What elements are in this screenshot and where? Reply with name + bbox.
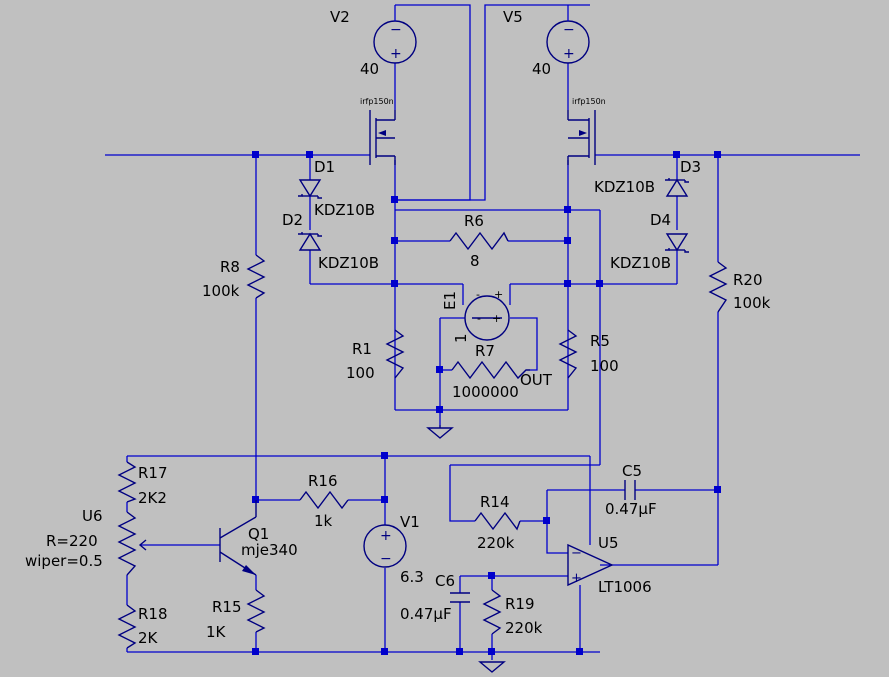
e1-label: E1 xyxy=(441,291,459,310)
resistor-r17[interactable] xyxy=(117,461,137,503)
u6-label: U6 xyxy=(82,507,103,525)
resistor-r8[interactable] xyxy=(246,254,266,299)
r6-label: R6 xyxy=(464,212,484,230)
r14-value: 220k xyxy=(477,534,515,552)
e1-top-plus: + xyxy=(494,288,503,301)
r20-value: 100k xyxy=(733,294,771,312)
r5-value: 100 xyxy=(590,357,619,375)
transistor-q1[interactable] xyxy=(219,500,257,576)
resistor-r6[interactable] xyxy=(449,231,509,251)
d4-value: KDZ10B xyxy=(610,254,671,272)
v5-value: 40 xyxy=(532,60,551,78)
zener-diode-d3[interactable] xyxy=(665,178,689,197)
capacitor-c6[interactable] xyxy=(450,592,470,603)
r1-value: 100 xyxy=(346,364,375,382)
r16-value: 1k xyxy=(314,512,333,530)
zener-diode-d4[interactable] xyxy=(665,233,689,253)
v1-value: 6.3 xyxy=(400,568,424,586)
r5-label: R5 xyxy=(590,332,610,350)
r19-label: R19 xyxy=(505,595,535,613)
resistor-r7[interactable] xyxy=(451,360,530,380)
v2-label: V2 xyxy=(330,8,350,26)
d4-label: D4 xyxy=(650,211,671,229)
d1-label: D1 xyxy=(314,158,335,176)
opamp-u5[interactable]: − + xyxy=(567,543,614,587)
net-out-label: OUT xyxy=(520,371,553,389)
svg-text:−: − xyxy=(390,22,402,38)
r7-value: 1000000 xyxy=(452,383,519,401)
v5-label: V5 xyxy=(503,8,523,26)
e1-gain: 1 xyxy=(452,333,470,343)
r17-value: 2K2 xyxy=(138,489,167,507)
e1-top-minus: - xyxy=(476,288,480,301)
ground-symbol-bottom xyxy=(478,661,506,673)
r19-value: 220k xyxy=(505,619,543,637)
r15-label: R15 xyxy=(212,598,242,616)
d2-label: D2 xyxy=(282,211,303,229)
mosfet-left-model: irfp150n xyxy=(360,97,394,106)
r18-value: 2K xyxy=(138,629,159,647)
svg-text:−: − xyxy=(571,546,582,561)
r8-label: R8 xyxy=(220,258,240,276)
junction-dots xyxy=(252,151,721,655)
d2-value: KDZ10B xyxy=(318,254,379,272)
r17-label: R17 xyxy=(138,464,168,482)
d3-label: D3 xyxy=(680,158,701,176)
d3-value: KDZ10B xyxy=(594,178,655,196)
svg-text:−: − xyxy=(563,22,575,38)
u6-wiper: wiper=0.5 xyxy=(25,552,103,570)
resistor-r18[interactable] xyxy=(117,604,137,649)
svg-text:+: + xyxy=(390,46,402,62)
r15-value: 1K xyxy=(206,623,227,641)
r18-label: R18 xyxy=(138,605,168,623)
voltage-source-v2[interactable]: − + xyxy=(373,5,417,64)
r14-label: R14 xyxy=(480,493,510,511)
svg-text:+: + xyxy=(571,571,582,586)
zener-diode-d2[interactable] xyxy=(298,232,322,251)
e1-minus: - xyxy=(477,312,481,325)
resistor-r16[interactable] xyxy=(299,490,349,510)
resistor-r5[interactable] xyxy=(558,329,578,379)
mosfet-right[interactable] xyxy=(567,110,596,165)
resistor-r14[interactable] xyxy=(474,511,521,531)
svg-text:−: − xyxy=(380,551,392,567)
u5-label: U5 xyxy=(598,534,619,552)
resistor-r15[interactable] xyxy=(246,589,266,633)
zener-diode-d1[interactable] xyxy=(298,179,322,199)
ground-symbol-top xyxy=(426,425,454,439)
c5-value: 0.47µF xyxy=(605,500,657,518)
u5-value: LT1006 xyxy=(598,578,652,596)
svg-text:+: + xyxy=(380,528,392,544)
potentiometer-u6[interactable] xyxy=(117,511,147,576)
q1-label: Q1 xyxy=(248,525,269,543)
v2-value: 40 xyxy=(360,60,379,78)
wires xyxy=(105,4,860,660)
u6-value: R=220 xyxy=(46,532,98,550)
r16-label: R16 xyxy=(308,472,338,490)
r7-label: R7 xyxy=(475,342,495,360)
r8-value: 100k xyxy=(202,282,240,300)
voltage-source-v5[interactable]: − + xyxy=(546,5,590,64)
mosfet-right-model: irfp150n xyxy=(572,97,606,106)
c6-value: 0.47µF xyxy=(400,605,452,623)
v1-label: V1 xyxy=(400,513,420,531)
c5-label: C5 xyxy=(622,462,642,480)
voltage-source-v1[interactable]: + − xyxy=(363,524,407,568)
r20-label: R20 xyxy=(733,271,763,289)
mosfet-left[interactable] xyxy=(369,110,396,165)
r6-value: 8 xyxy=(470,252,480,270)
capacitor-c5[interactable] xyxy=(624,480,636,500)
r1-label: R1 xyxy=(352,340,372,358)
resistor-r20[interactable] xyxy=(708,261,728,313)
c6-label: C6 xyxy=(435,572,455,590)
svg-text:+: + xyxy=(563,46,575,62)
q1-value: mje340 xyxy=(241,541,298,559)
resistor-r19[interactable] xyxy=(482,589,502,635)
e1-plus: + xyxy=(492,312,501,325)
resistor-r1[interactable] xyxy=(385,329,405,379)
controlled-source-e1[interactable] xyxy=(464,295,510,341)
d1-value: KDZ10B xyxy=(314,201,375,219)
